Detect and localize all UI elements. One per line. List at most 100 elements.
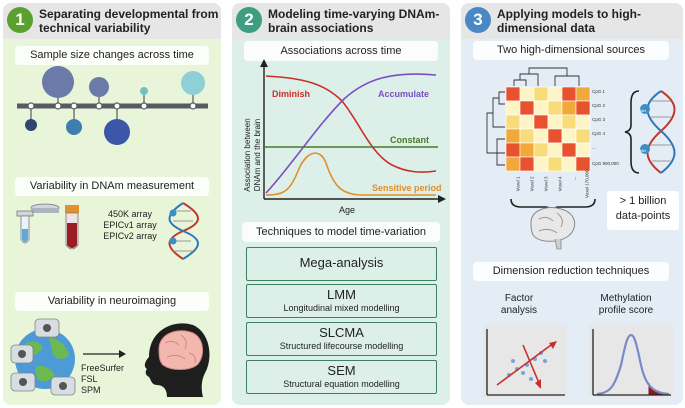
- mri-scanners-globe-icon: [10, 318, 76, 396]
- technique-slcma: SLCMA Structured lifecourse modelling: [246, 322, 437, 356]
- panel-technical-variability: 1 Separating developmental from technica…: [3, 3, 221, 405]
- y-axis-label-line1: Association between: [243, 118, 252, 192]
- panel-3-title: Applying models to high-dimensional data: [497, 7, 641, 35]
- label-accumulate: Accumulate: [378, 89, 430, 99]
- sample-tubes-icon: [16, 203, 79, 250]
- accumulate-curve: [265, 73, 437, 194]
- heatmap-cell: [561, 128, 577, 144]
- array-epicv1: EPICv1 array: [103, 220, 157, 230]
- heatmap-cell: [505, 156, 521, 172]
- dimension-reduction-box: Dimension reduction techniques: [473, 262, 669, 281]
- panel-3-header: 3 Applying models to high-dimensional da…: [461, 3, 683, 39]
- neuroimaging-box: Variability in neuroimaging: [15, 292, 209, 311]
- heatmap-cell: [519, 114, 535, 130]
- cpg-label-1: CpG 1: [592, 89, 606, 94]
- panel-2-header: 2 Modeling time-varying DNAm-brain assoc…: [232, 3, 450, 39]
- heatmap-cell: [561, 100, 577, 116]
- sensitive-period-curve: [265, 152, 436, 196]
- heatmap-cell: [519, 128, 535, 144]
- heatmap-cell: [533, 128, 549, 144]
- heatmap-cell: [519, 86, 535, 102]
- heatmap-cell: [533, 156, 549, 172]
- heatmap-cell: [561, 86, 577, 102]
- panel-2-number: 2: [236, 7, 262, 33]
- heatmap-cell: [547, 100, 563, 116]
- heatmap-cell: [547, 114, 563, 130]
- label-diminish: Diminish: [272, 89, 311, 99]
- label-constant: Constant: [390, 135, 429, 145]
- heatmap-cell: [505, 100, 521, 116]
- billion-line2: data-points: [615, 210, 671, 222]
- association-curves-chart: [260, 59, 446, 203]
- x-axis-label: Age: [338, 205, 355, 215]
- dnam-measurement-box: Variability in DNAm measurement: [15, 177, 209, 196]
- methylation-score-distribution-icon: [589, 325, 673, 397]
- heatmap-cell: [547, 142, 563, 158]
- panel-high-dimensional: 3 Applying models to high-dimensional da…: [461, 3, 683, 405]
- heatmap-cell: [519, 100, 535, 116]
- heatmap-cell: [533, 86, 549, 102]
- heatmap-cell: [533, 142, 549, 158]
- cpg-brace-and-dna-icon: [624, 90, 676, 174]
- associations-box: Associations across time: [244, 41, 438, 61]
- mps-line2: profile score: [598, 305, 654, 316]
- heatmap-cell: [519, 142, 535, 158]
- heatmap-cell: [547, 86, 563, 102]
- tool-fsl: FSL: [81, 374, 98, 384]
- technique-sem-desc: Structural equation modelling: [283, 379, 400, 389]
- correlation-heatmap: [505, 86, 591, 172]
- factor-analysis-label: Factor analysis: [479, 293, 559, 317]
- mps-line1: Methylation: [600, 293, 652, 304]
- panel-time-varying-models: 2 Modeling time-varying DNAm-brain assoc…: [232, 3, 450, 405]
- heatmap-cell: [505, 128, 521, 144]
- dendrogram-top: [513, 67, 580, 86]
- sample-size-timeline: [17, 66, 208, 145]
- panel-1-number: 1: [7, 7, 33, 33]
- factor-line2: analysis: [500, 305, 538, 316]
- billion-line1: > 1 billion: [619, 195, 667, 207]
- heatmap-cell: [575, 86, 591, 102]
- heatmap-cell: [533, 100, 549, 116]
- array-epicv2: EPICv2 array: [103, 231, 157, 241]
- cpg-label-3: CpG 3: [592, 117, 606, 122]
- heatmap-cell: [547, 128, 563, 144]
- cpg-label-2: CpG 2: [592, 103, 606, 108]
- technique-mega-analysis: Mega-analysis: [246, 247, 437, 281]
- heatmap-cell: [575, 128, 591, 144]
- panel-1-title: Separating developmental from technical …: [39, 7, 219, 35]
- heatmap-cell: [519, 156, 535, 172]
- heatmap-cell: [561, 156, 577, 172]
- technique-slcma-desc: Structured lifecourse modelling: [279, 341, 404, 351]
- heatmap-cell: [505, 114, 521, 130]
- technique-sem: SEM Structural equation modelling: [246, 360, 437, 394]
- heatmap-cell: [575, 156, 591, 172]
- meth-tag-1: Met: [640, 109, 646, 113]
- panel-1-header: 1 Separating developmental from technica…: [3, 3, 221, 39]
- tool-freesurfer: FreeSurfer: [81, 363, 125, 373]
- heatmap-cell: [575, 114, 591, 130]
- cpg-label-4: CpG 4: [592, 131, 606, 136]
- arrow-to-head: [83, 350, 126, 358]
- techniques-box: Techniques to model time-variation: [242, 222, 440, 242]
- dendrogram-left: [486, 91, 505, 166]
- label-sensitive-period: Sensitive period: [372, 183, 442, 193]
- array-450k: 450K array: [107, 209, 153, 219]
- tool-spm: SPM: [81, 385, 101, 395]
- voxel-brace-and-brain-icon: [510, 198, 596, 250]
- heatmap-cell: [505, 86, 521, 102]
- heatmap-cell: [547, 156, 563, 172]
- y-axis-label-wrap: Association between DNAm and the brain: [235, 87, 271, 219]
- head-brain-icon: [144, 323, 210, 397]
- heatmap-cell: [561, 114, 577, 130]
- technique-lmm: LMM Longitudinal mixed modelling: [246, 284, 437, 318]
- dna-methylation-icon: [168, 202, 199, 260]
- meth-tag-2: Met: [640, 149, 646, 153]
- methylation-score-label: Methylation profile score: [581, 293, 671, 317]
- sources-box: Two high-dimensional sources: [473, 41, 669, 60]
- heatmap-cell: [561, 142, 577, 158]
- panel-3-number: 3: [465, 7, 491, 33]
- cpg-label-5: ...: [592, 145, 596, 150]
- technique-mega-analysis-name: Mega-analysis: [299, 255, 384, 270]
- factor-analysis-scatter-icon: [483, 325, 567, 397]
- heatmap-cell: [505, 142, 521, 158]
